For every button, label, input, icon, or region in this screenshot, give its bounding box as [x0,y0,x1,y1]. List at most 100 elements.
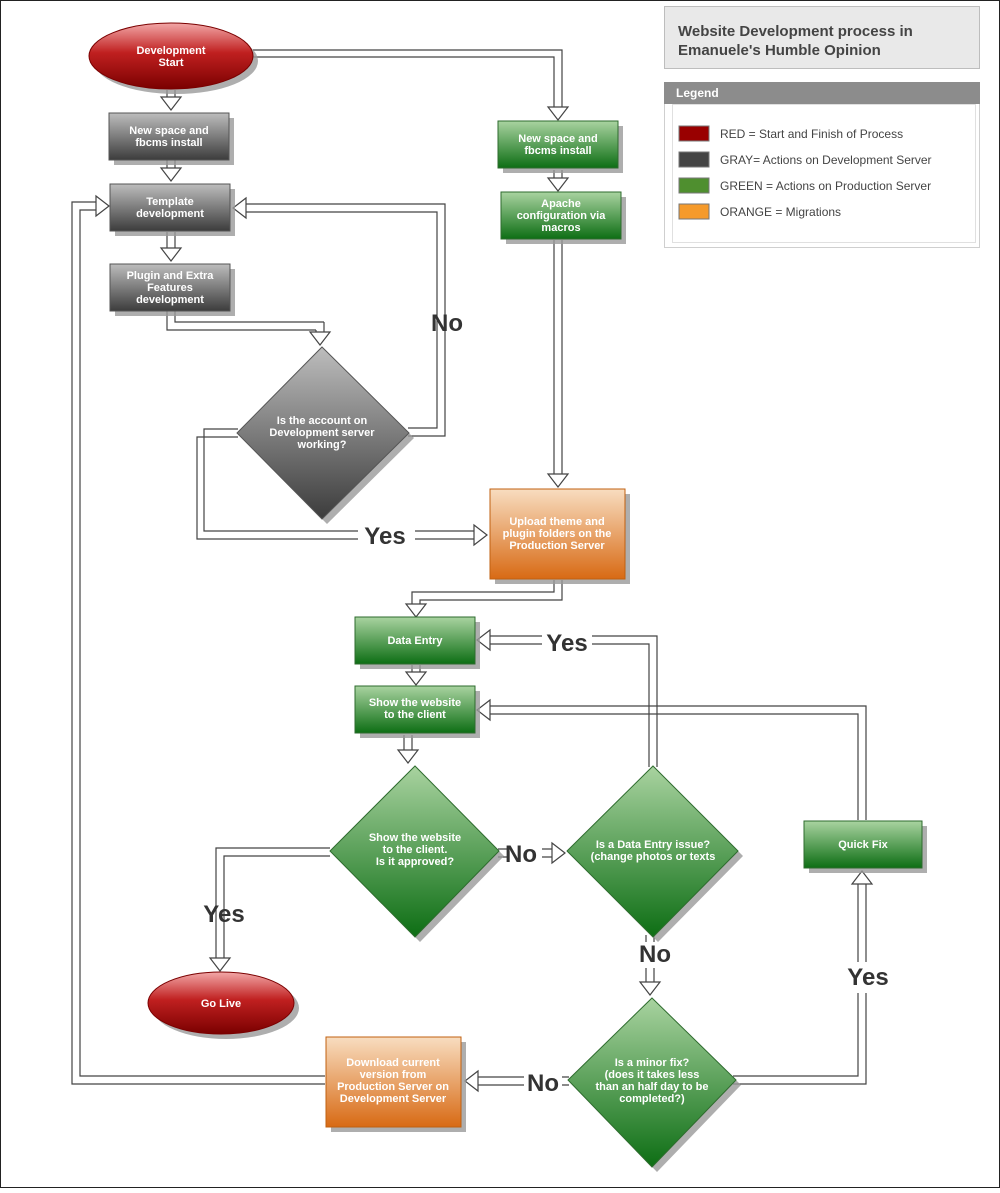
node-label-line: New space and [129,125,208,137]
node-label-line: Production Server on [337,1081,449,1093]
connector-apache-to-upload [553,240,563,474]
connector-minor-no [478,1076,569,1086]
node-label-line: Production Server [509,540,605,552]
node-label-line: Is a Data Entry issue? [596,839,711,851]
node-label-line: to the client [384,709,446,721]
node-label-line: development [136,294,204,306]
edge-label-data-entry-issue-no: No [639,941,671,968]
legend-label: GREEN = Actions on Production Server [720,179,931,193]
connector-minor-yes [733,884,867,1085]
arrowhead [208,957,232,972]
arrowhead [464,1069,479,1093]
node-quick-fix[interactable]: Quick Fix [803,820,927,873]
arrowhead [476,628,491,652]
node-label-line: macros [541,222,580,234]
node-data-entry[interactable]: Data Entry [354,616,480,669]
legend-swatch [678,203,710,220]
arrowhead [159,167,183,182]
connector-quick-fix-to-show [490,705,867,820]
title-box: Website Development process in Emanuele'… [664,6,980,69]
arrowhead [404,603,428,618]
arrowhead [546,473,570,488]
legend-label: ORANGE = Migrations [720,205,841,219]
node-label-line: than an half day to be [595,1081,708,1093]
node-label-line: fbcms install [524,145,591,157]
arrowhead [159,247,183,262]
edge-label-account-yes: Yes [364,523,405,550]
edge-label-data-entry-yes: Yes [546,630,587,657]
edge-label-approved-yes: Yes [203,901,244,928]
arrowhead [473,523,488,547]
legend-swatch [678,125,710,142]
connector-download-to-template [71,201,325,1085]
legend-swatch [678,177,710,194]
node-label-line: development [136,208,204,220]
node-label-line: (does it takes less [605,1069,700,1081]
node-label-line: to the client. [383,844,448,856]
node-label-line: Is a minor fix? [615,1057,690,1069]
node-label-line: Data Entry [387,635,443,647]
node-label-line: completed?) [619,1093,685,1105]
arrowhead [396,749,420,764]
node-label-line: plugin folders on the [503,528,612,540]
node-label-line: Is it approved? [376,856,455,868]
edge-label-minor-no: No [527,1070,559,1097]
arrowhead [546,177,570,192]
node-label-line: Development [136,45,205,57]
node-data-entry-issue-label: Is a Data Entry issue?(change photos or … [591,839,716,863]
edge-label-minor-yes: Yes [847,964,888,991]
arrowhead [404,671,428,686]
node-label-line: Development server [269,427,375,439]
legend-heading: Legend [676,86,719,100]
node-label-line: Plugin and Extra [127,270,215,282]
node-label-line: Start [158,57,183,69]
node-label-line: New space and [518,133,597,145]
arrowhead [232,196,247,220]
connector-approved-no [498,848,552,858]
arrowhead [308,331,332,346]
legend-label: GRAY= Actions on Development Server [720,153,932,167]
connector-data-entry-issue-yes [490,635,658,767]
connector-upload-to-data-entry [411,580,563,604]
connector-plugin-to-account [166,310,325,332]
node-label-line: Go Live [201,998,241,1010]
connector-start-to-new-space-prod [253,49,563,107]
node-label-line: Upload theme and [509,516,604,528]
node-go-live[interactable]: Go Live [147,971,299,1039]
connector-approved-yes [215,847,330,958]
arrowhead [476,698,491,722]
node-label-line: Apache [541,198,581,210]
legend-swatch [678,151,710,168]
connector-account-yes [196,428,474,540]
node-data-entry-label: Data Entry [387,635,443,647]
node-label-line: Show the website [369,697,461,709]
node-label-line: Download current [346,1057,440,1069]
connector-data-entry-issue-no [645,935,655,982]
node-label-line: Quick Fix [838,839,888,851]
node-data-entry-issue-decision[interactable]: Is a Data Entry issue?(change photos or … [566,765,743,942]
legend: Legend RED = Start and Finish of Process… [664,82,980,248]
arrowhead [546,106,570,121]
node-label-line: configuration via [517,210,607,222]
